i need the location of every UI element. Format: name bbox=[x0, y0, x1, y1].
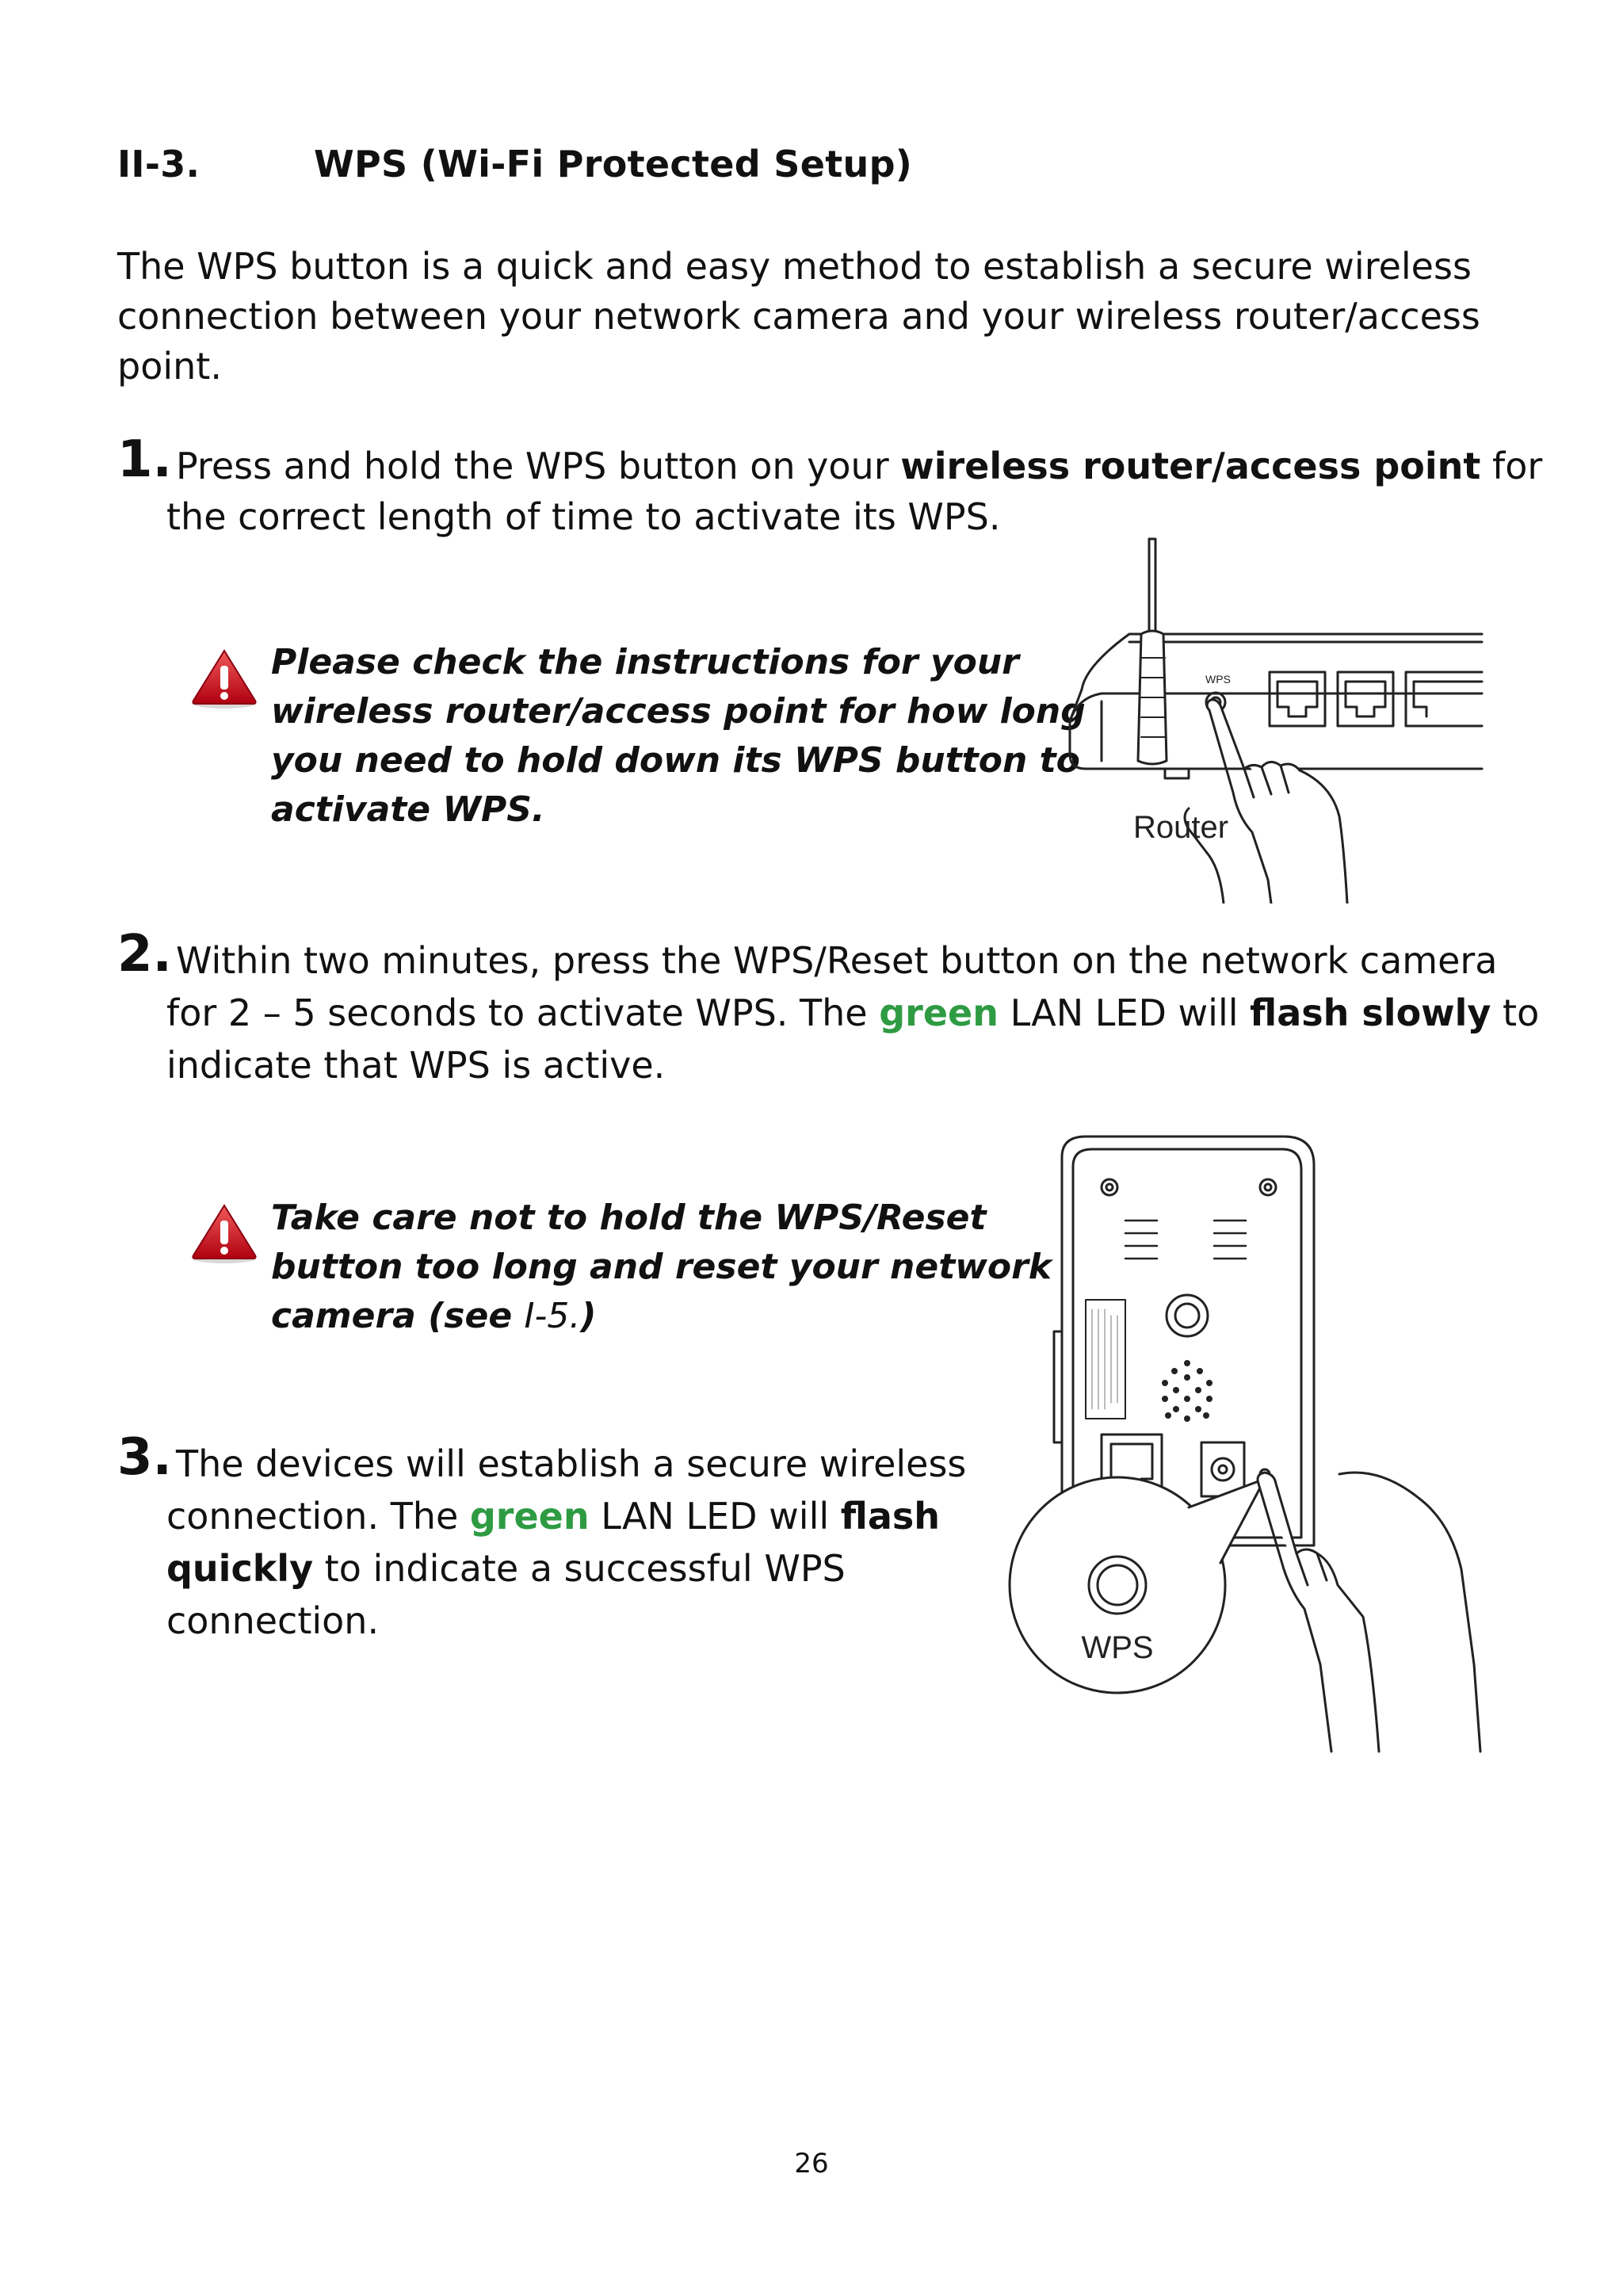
warning-1-text: Please check the instructions for your w… bbox=[271, 638, 1086, 835]
step-line: for 2 – 5 seconds to activate WPS. The g… bbox=[166, 991, 1540, 1034]
step-line: quickly to indicate a successful WPS bbox=[166, 1547, 846, 1590]
step-line: indicate that WPS is active. bbox=[166, 1044, 666, 1087]
warning-line: activate WPS. bbox=[271, 789, 545, 830]
step-line: Within two minutes, press the WPS/Reset … bbox=[176, 939, 1498, 982]
warning-2-text: Take care not to hold the WPS/Reset butt… bbox=[271, 1194, 1052, 1341]
intro-line: The WPS button is a quick and easy metho… bbox=[117, 245, 1472, 288]
camera-illustration: WPS bbox=[1008, 1135, 1482, 1753]
step-number: 1. bbox=[117, 430, 172, 489]
step-number: 3. bbox=[117, 1428, 172, 1487]
step-number: 2. bbox=[117, 925, 172, 984]
section-heading: II-3. WPS (Wi-Fi Protected Setup) bbox=[117, 143, 912, 185]
warning-line: button too long and reset your network bbox=[271, 1247, 1052, 1287]
step-1: 1. Press and hold the WPS button on your… bbox=[117, 434, 1542, 552]
step-line: Press and hold the WPS button on your wi… bbox=[176, 445, 1543, 487]
router-label: Router bbox=[1133, 810, 1228, 845]
intro-line: point. bbox=[117, 345, 222, 388]
step-line: connection. The green LAN LED will flash bbox=[166, 1495, 941, 1538]
warning-line: Take care not to hold the WPS/Reset bbox=[271, 1198, 987, 1238]
intro-line: connection between your network camera a… bbox=[117, 295, 1480, 338]
warning-icon bbox=[192, 649, 257, 709]
intro-paragraph: The WPS button is a quick and easy metho… bbox=[117, 242, 1480, 392]
warning-line: camera (see I-5.) bbox=[271, 1296, 597, 1336]
warning-line: wireless router/access point for how lon… bbox=[271, 691, 1086, 732]
router-illustration: WPS Router bbox=[1068, 537, 1484, 904]
section-title: WPS (Wi-Fi Protected Setup) bbox=[314, 143, 913, 185]
step-3: 3. The devices will establish a secure w… bbox=[117, 1432, 989, 1652]
step-line: The devices will establish a secure wire… bbox=[176, 1442, 967, 1485]
router-wps-label: WPS bbox=[1205, 673, 1231, 686]
warning-line: you need to hold down its WPS button to bbox=[271, 740, 1080, 781]
step-2: 2. Within two minutes, press the WPS/Res… bbox=[117, 929, 1539, 1094]
step-line: the correct length of time to activate i… bbox=[166, 495, 1001, 538]
camera-wps-label: WPS bbox=[1081, 1630, 1153, 1665]
section-reference: I-5. bbox=[524, 1296, 581, 1336]
step-line: connection. bbox=[166, 1599, 380, 1642]
page-number: 26 bbox=[794, 2148, 829, 2179]
warning-line: Please check the instructions for your bbox=[271, 642, 1019, 682]
warning-icon bbox=[192, 1204, 257, 1263]
section-number: II-3. bbox=[117, 143, 200, 185]
